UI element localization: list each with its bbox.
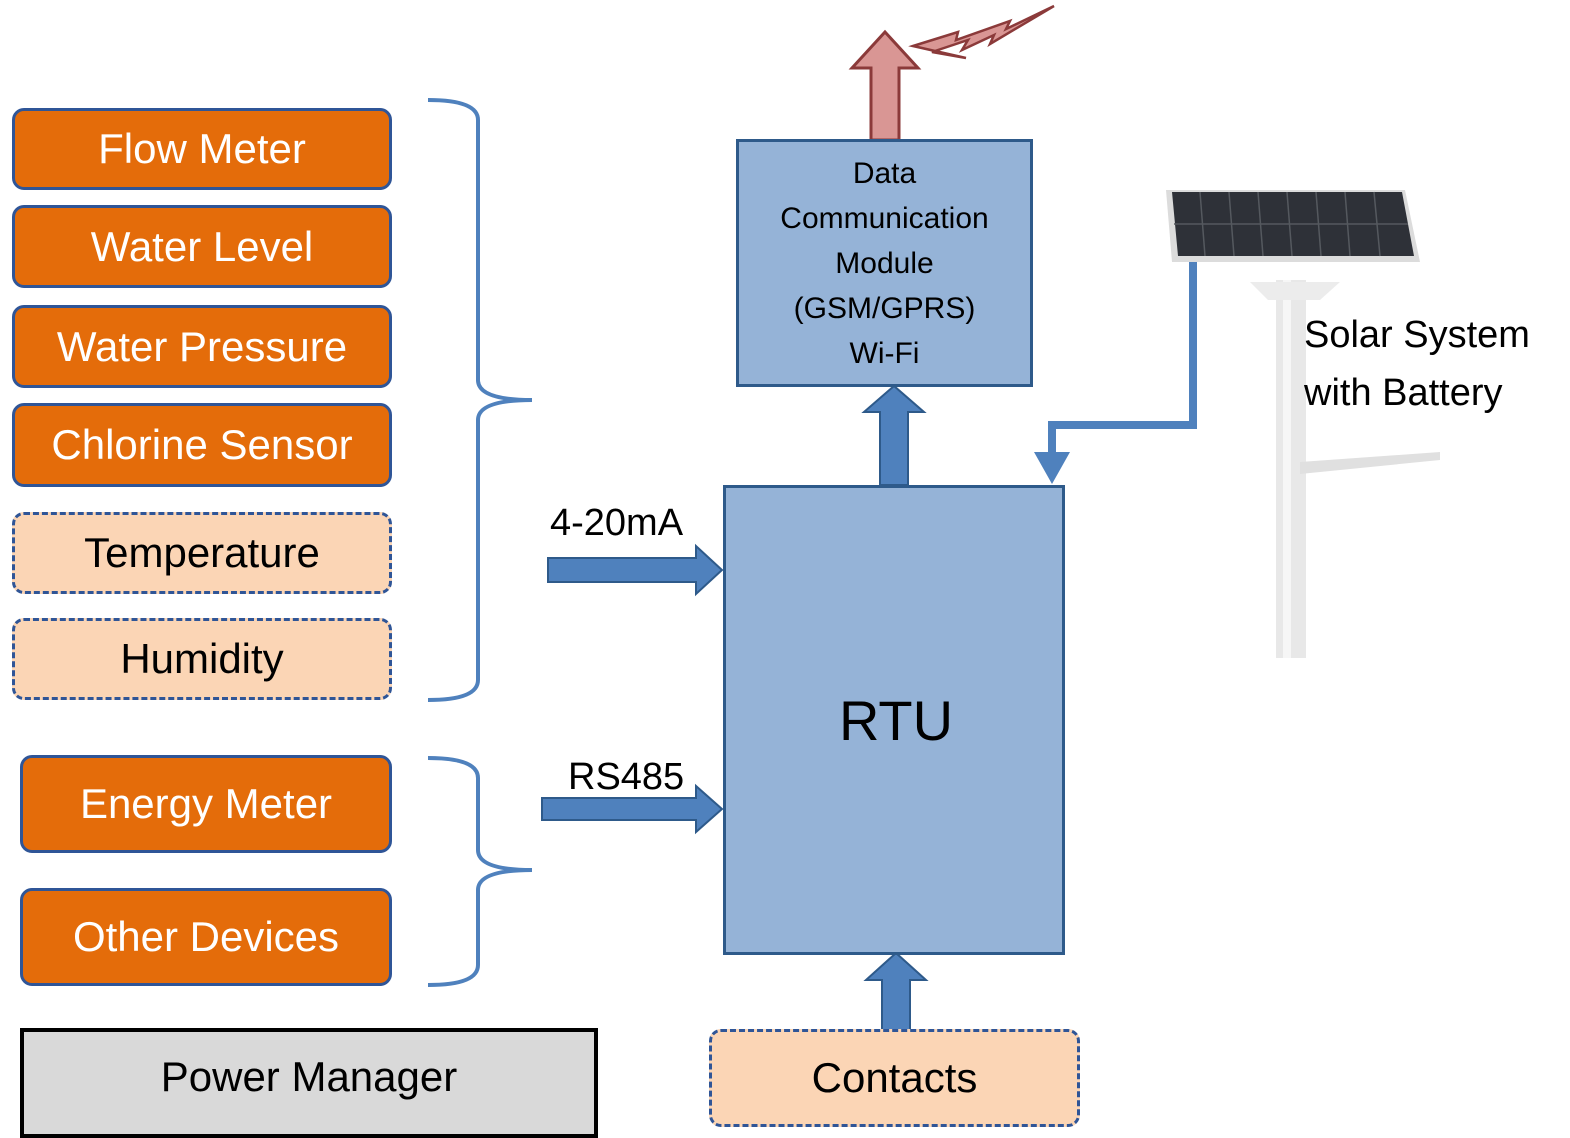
- power-manager-box: Power Manager: [20, 1028, 598, 1138]
- contacts-label: Contacts: [811, 1054, 978, 1101]
- humidity-label: Humidity: [120, 635, 284, 682]
- dcm-line-5: Wi-Fi: [849, 336, 920, 370]
- water-level-box: Water Level: [12, 205, 392, 288]
- dcm-line-3: Module: [835, 246, 934, 280]
- brace-devices: [427, 756, 533, 987]
- flow-meter-box: Flow Meter: [12, 108, 392, 190]
- dcm-line-1: Data: [852, 156, 917, 190]
- rtu-box: RTU: [723, 485, 1065, 955]
- chlorine-sensor-label: Chlorine Sensor: [51, 421, 353, 468]
- energy-meter-label: Energy Meter: [79, 780, 333, 827]
- other-devices-label: Other Devices: [72, 913, 340, 960]
- serial-interface-label: RS485: [568, 756, 685, 798]
- other-devices-box: Other Devices: [20, 888, 392, 986]
- lightning-icon: [908, 4, 1055, 60]
- analog-interface-label: 4-20mA: [550, 502, 684, 544]
- water-pressure-label: Water Pressure: [56, 322, 348, 370]
- serial-input-arrow: [541, 783, 724, 835]
- power-manager-label: Power Manager: [160, 1053, 458, 1100]
- temperature-label: Temperature: [84, 529, 320, 576]
- water-level-label: Water Level: [90, 222, 314, 270]
- solar-system-label: Solar System with Battery: [1304, 306, 1530, 422]
- data-communication-module: Data Communication Module (GSM/GPRS) Wi-…: [736, 139, 1033, 387]
- dcm-line-4: (GSM/GPRS): [793, 291, 976, 325]
- flow-meter-label: Flow Meter: [98, 125, 306, 172]
- solar-line-2: with Battery: [1304, 372, 1503, 414]
- temperature-box: Temperature: [12, 512, 392, 594]
- rtu-label: RTU: [838, 688, 954, 752]
- signal-arrow-icon: [848, 29, 922, 142]
- solar-power-arrow-head: [1034, 452, 1070, 484]
- contacts-to-rtu-arrow: [863, 951, 929, 1031]
- chlorine-sensor-box: Chlorine Sensor: [12, 403, 392, 487]
- solar-line-1: Solar System: [1304, 314, 1530, 356]
- energy-meter-box: Energy Meter: [20, 755, 392, 853]
- analog-input-arrow: [547, 543, 724, 597]
- dcm-line-2: Communication: [780, 201, 989, 235]
- solar-panel-icon: [1166, 190, 1440, 658]
- contacts-box: Contacts: [709, 1029, 1080, 1127]
- solar-power-line: [1048, 262, 1197, 455]
- humidity-box: Humidity: [12, 618, 392, 700]
- rtu-to-module-arrow: [861, 384, 927, 486]
- water-pressure-box: Water Pressure: [12, 305, 392, 388]
- brace-sensors: [427, 98, 533, 702]
